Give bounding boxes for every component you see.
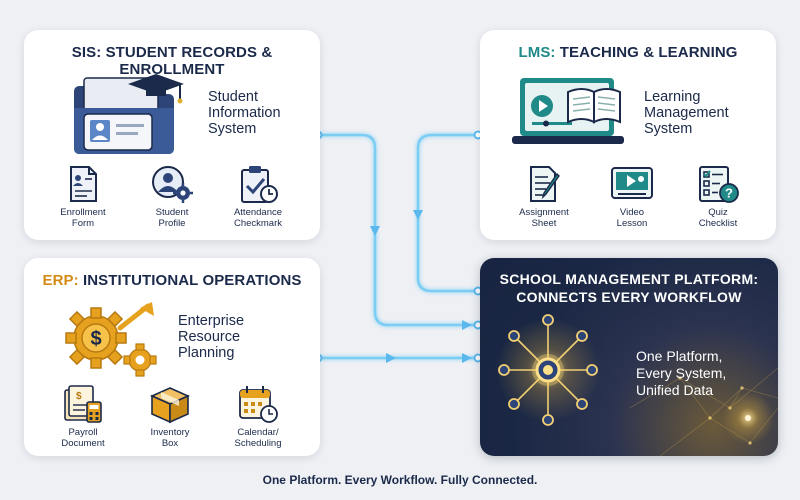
lms-item-label: Assignment Sheet — [519, 207, 569, 229]
attendance-checkmark-icon — [241, 166, 278, 203]
erp-item-calendar-scheduling: Calendar/ Scheduling — [218, 384, 298, 449]
erp-item-label: Payroll Document — [61, 427, 105, 449]
student-folder-icon — [74, 74, 184, 154]
sis-item-attendance-checkmark: Attendance Checkmark — [218, 164, 298, 229]
gears-growth-icon: $ — [65, 302, 157, 377]
svg-text:$: $ — [76, 391, 82, 402]
laptop-book-icon — [512, 78, 624, 144]
platform-hub-icon — [498, 314, 598, 426]
erp-system-name: Enterprise Resource Planning — [178, 313, 245, 361]
arrow-head — [462, 320, 472, 330]
assignment-sheet-icon — [530, 166, 560, 202]
payroll-document-icon: $ — [64, 385, 102, 423]
sis-system-name: Student Information System — [208, 89, 281, 137]
platform-tagline: One Platform, Every System, Unified Data — [636, 348, 727, 398]
sis-card: SIS: STUDENT RECORDS & ENROLLMENT Studen… — [24, 30, 320, 240]
calendar-scheduling-icon — [239, 386, 278, 423]
platform-title: SCHOOL MANAGEMENT PLATFORM: CONNECTS EVE… — [499, 271, 759, 305]
lms-card: LMS: TEACHING & LEARNING Learning Manage… — [480, 30, 776, 240]
student-profile-icon — [152, 166, 193, 203]
lms-connector — [416, 133, 480, 293]
lms-item-label: Video Lesson — [616, 207, 648, 229]
sis-connector — [316, 133, 480, 327]
arrow-head — [386, 353, 396, 363]
arrow-head — [462, 353, 472, 363]
enrollment-form-icon — [70, 166, 97, 202]
lms-item-video-lesson: Video Lesson — [592, 164, 672, 229]
svg-text:$: $ — [90, 328, 101, 350]
arrow-head — [370, 226, 380, 236]
erp-item-label: Calendar/ Scheduling — [234, 427, 282, 449]
quiz-checklist-icon: ? — [699, 166, 739, 203]
erp-item-label: Inventory Box — [150, 427, 190, 449]
lms-item-quiz-checklist: ? Quiz Checklist — [678, 164, 758, 229]
sis-item-label: Student Profile — [155, 207, 189, 229]
lms-card-title: LMS: TEACHING & LEARNING — [518, 44, 738, 61]
svg-text:?: ? — [725, 186, 733, 201]
erp-card-title: ERP: INSTITUTIONAL OPERATIONS — [42, 272, 302, 289]
erp-item-payroll-document: $ Payroll Document — [43, 384, 123, 449]
arrow-head — [413, 210, 423, 220]
erp-card: ERP: INSTITUTIONAL OPERATIONS $ Enterpri… — [24, 258, 320, 456]
erp-item-inventory-box: Inventory Box — [130, 384, 210, 449]
footer-tagline: One Platform. Every Workflow. Fully Conn… — [262, 473, 538, 487]
sis-item-student-profile: Student Profile — [132, 164, 212, 229]
video-lesson-icon — [611, 167, 653, 199]
sis-item-label: Attendance Checkmark — [233, 207, 283, 229]
inventory-box-icon — [150, 387, 190, 424]
sis-item-enrollment-form: Enrollment Form — [43, 164, 123, 229]
lms-system-name: Learning Management System — [644, 89, 729, 137]
platform-card: SCHOOL MANAGEMENT PLATFORM: CONNECTS EVE… — [480, 258, 778, 456]
lms-item-label: Quiz Checklist — [698, 207, 738, 229]
lms-item-assignment-sheet: Assignment Sheet — [504, 164, 584, 229]
sis-item-label: Enrollment Form — [60, 207, 106, 229]
sis-card-title: SIS: STUDENT RECORDS & ENROLLMENT — [71, 44, 273, 78]
